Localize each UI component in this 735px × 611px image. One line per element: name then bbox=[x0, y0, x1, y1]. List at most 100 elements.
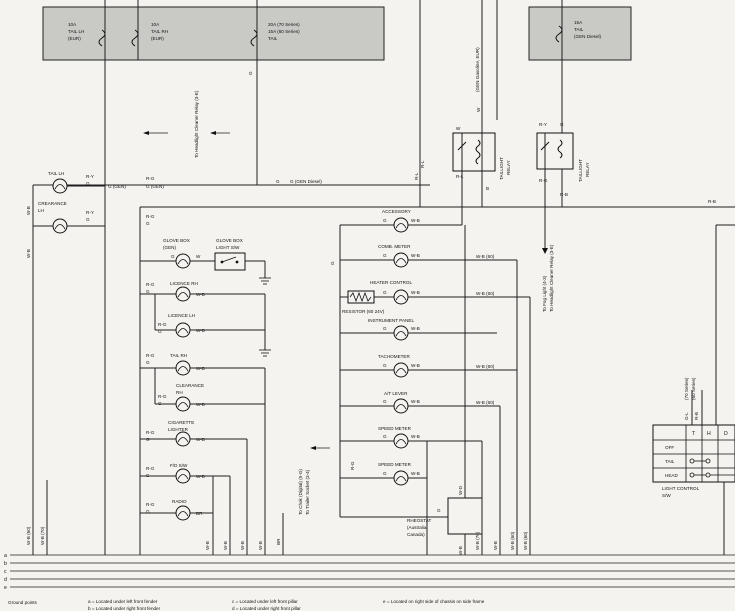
fd-rg: R-G bbox=[146, 466, 155, 471]
relay2-ry-label: R-Y bbox=[539, 122, 547, 127]
g-gen-label-2: G (GEN) bbox=[146, 184, 164, 189]
instrument-panel-lamp: INSTRUMENT PANEL G W-B bbox=[368, 318, 420, 341]
fuse-tail: 20A (70 Series) 15A (60 Series) TAIL bbox=[250, 0, 300, 185]
lc-row-off: OFF bbox=[665, 445, 674, 450]
relay1-w-label: W bbox=[456, 126, 461, 131]
fuse-2-amp: 10A bbox=[151, 22, 160, 27]
crh-label-1: CLEARANCE bbox=[176, 383, 204, 388]
br-bottom: BR bbox=[276, 538, 281, 545]
heater-wb: W-B bbox=[411, 290, 420, 295]
sm1-label: SPEED METER bbox=[378, 426, 412, 431]
gp-d: d = Located under right front pillar bbox=[232, 606, 301, 611]
lrh-label: LICENCE RH bbox=[170, 281, 198, 286]
fd-sw-lamp: F/D S/W R-G G W-B bbox=[146, 463, 205, 484]
trh-rg: R-G bbox=[146, 353, 155, 358]
rheo-label-1: RHEOSTAT bbox=[407, 518, 432, 523]
wb60-right-2: W-B (60) bbox=[523, 531, 528, 550]
acc-label: ACCESSORY bbox=[382, 209, 411, 214]
ip-label: INSTRUMENT PANEL bbox=[368, 318, 414, 323]
fuse-tail-rh: 10A TAIL RH (EUR) bbox=[131, 0, 168, 60]
relay1-label-2: RELAY bbox=[506, 160, 511, 175]
relay2-rg-label: R-G bbox=[539, 178, 548, 183]
lc-col-d: D bbox=[724, 431, 728, 437]
headlight-cleaner-note-2: To Headlight Cleaner Relay (3-E) bbox=[549, 244, 554, 312]
gp-a: a = Located under left front fender bbox=[88, 599, 158, 604]
wb-left-1: W-B bbox=[26, 206, 31, 215]
headlight-cleaner-text: To Headlight Cleaner Relay (3-E) bbox=[194, 90, 199, 158]
bus-e: e bbox=[4, 585, 7, 591]
comb-meter-lamp: COMB. METER G W-B W-B (60) bbox=[378, 244, 495, 268]
fuse-3-line1: 20A (70 Series) bbox=[268, 22, 300, 27]
fuse-4-name: TAIL bbox=[574, 27, 584, 32]
crh-rg: R-G bbox=[158, 394, 167, 399]
lrh-g: G bbox=[146, 289, 150, 294]
lc-title-2: S/W bbox=[662, 493, 671, 498]
wb-bottom-1: W-B bbox=[205, 541, 210, 550]
comb-wb: W-B bbox=[411, 253, 420, 258]
gb-w: W bbox=[196, 254, 201, 259]
fd-label: F/D S/W bbox=[170, 463, 188, 468]
comb-g: G bbox=[383, 253, 387, 258]
sm2-label: SPEED METER bbox=[378, 462, 412, 467]
tach-wb: W-B bbox=[411, 363, 420, 368]
at-label: A/T LEVER bbox=[384, 391, 408, 396]
taillight-relay-1: W R-L TAILLIGHT RELAY bbox=[452, 126, 511, 180]
fuse-tail-lh: 10A TAIL LH (EUR) bbox=[68, 0, 106, 555]
b-label-relay1: B bbox=[486, 186, 489, 191]
bus-d: d bbox=[4, 577, 7, 583]
ip-wb: W-B bbox=[411, 326, 420, 331]
acc-wb: W-B bbox=[411, 218, 420, 223]
rheo-label-3: Canada) bbox=[407, 532, 425, 537]
taillight-relay-2: R-Y G R-G R-B TAILLIGHT RELAY bbox=[536, 60, 590, 197]
wb-bottom-2: W-B bbox=[223, 541, 228, 550]
sm1-wb: W-B bbox=[411, 434, 420, 439]
tach-label: TACHOMETER bbox=[378, 354, 410, 359]
lc-col-h: H bbox=[707, 431, 711, 437]
comb-wb60: W-B (60) bbox=[476, 254, 495, 259]
bus-a: a bbox=[4, 553, 7, 559]
radio-label: RADIO bbox=[172, 499, 187, 504]
cigarette-lighter-lamp: CIGARETTE LIGHTER R-G G W-B bbox=[146, 420, 205, 447]
wb-left-2: W-B bbox=[26, 249, 31, 258]
wb60-left: W-B (60) bbox=[26, 526, 31, 545]
fuse-tail-diesel: 15A TAIL (GEN Diesel) bbox=[555, 0, 602, 60]
relay1-rl-label: R-L bbox=[456, 174, 464, 179]
gb-gen: (GEN) bbox=[163, 245, 176, 250]
clearance-lh-label-1: CREARANCE bbox=[38, 201, 67, 206]
rg-label-top: R-G bbox=[146, 176, 155, 181]
fuse-1-name: TAIL LH bbox=[68, 29, 84, 34]
fuse-3-name: TAIL bbox=[268, 36, 278, 41]
fuse-2-note: (EUR) bbox=[151, 36, 164, 41]
heater-control-lamp: HEATER CONTROL RESISTOR (60 24V) G W-B W… bbox=[342, 280, 495, 314]
fuse-4-amp: 15A bbox=[574, 20, 583, 25]
sm2-wb: W-B bbox=[411, 471, 420, 476]
trh-g: G bbox=[146, 360, 150, 365]
llh-rg: R-G bbox=[158, 322, 167, 327]
gp-b: b = Located under right front fender bbox=[88, 606, 161, 611]
heater-label: HEATER CONTROL bbox=[370, 280, 412, 285]
llh-g: G bbox=[158, 329, 162, 334]
relay2-label-1: TAILLIGHT bbox=[578, 159, 583, 182]
tach-wb60: W-B (60) bbox=[476, 364, 495, 369]
cig-label-2: LIGHTER bbox=[168, 427, 189, 432]
rheo-wd: W-D bbox=[458, 485, 463, 495]
rheo-label-2: (Australia, bbox=[407, 525, 428, 530]
wb70-right: W-B (70) bbox=[475, 531, 480, 550]
speed-meter-2-lamp: SPEED METER G W-B bbox=[378, 462, 420, 486]
wb-bottom-4: W-B bbox=[258, 541, 263, 550]
cig-rg: R-G bbox=[146, 430, 155, 435]
fuse-3-line2: 15A (60 Series) bbox=[268, 29, 300, 34]
clearance-lh-g: G bbox=[86, 217, 90, 222]
gb-sw-label-2: LIGHT S/W bbox=[216, 245, 240, 250]
comb-label: COMB. METER bbox=[378, 244, 411, 249]
rheo-wb: W-B bbox=[458, 546, 463, 555]
sm1-g: G bbox=[383, 434, 387, 439]
tail-lh-label: TAIL LH bbox=[48, 171, 64, 176]
clearance-lh-label-2: LH bbox=[38, 208, 44, 213]
acc-g: G bbox=[383, 218, 387, 223]
crh-label-2: RH bbox=[176, 390, 183, 395]
rg-center-vert: R-G bbox=[350, 461, 355, 470]
rb-right-label: R-B bbox=[708, 199, 716, 204]
lc-row-head: HEAD bbox=[665, 473, 678, 478]
rb-vert-label: R-B bbox=[694, 412, 699, 420]
